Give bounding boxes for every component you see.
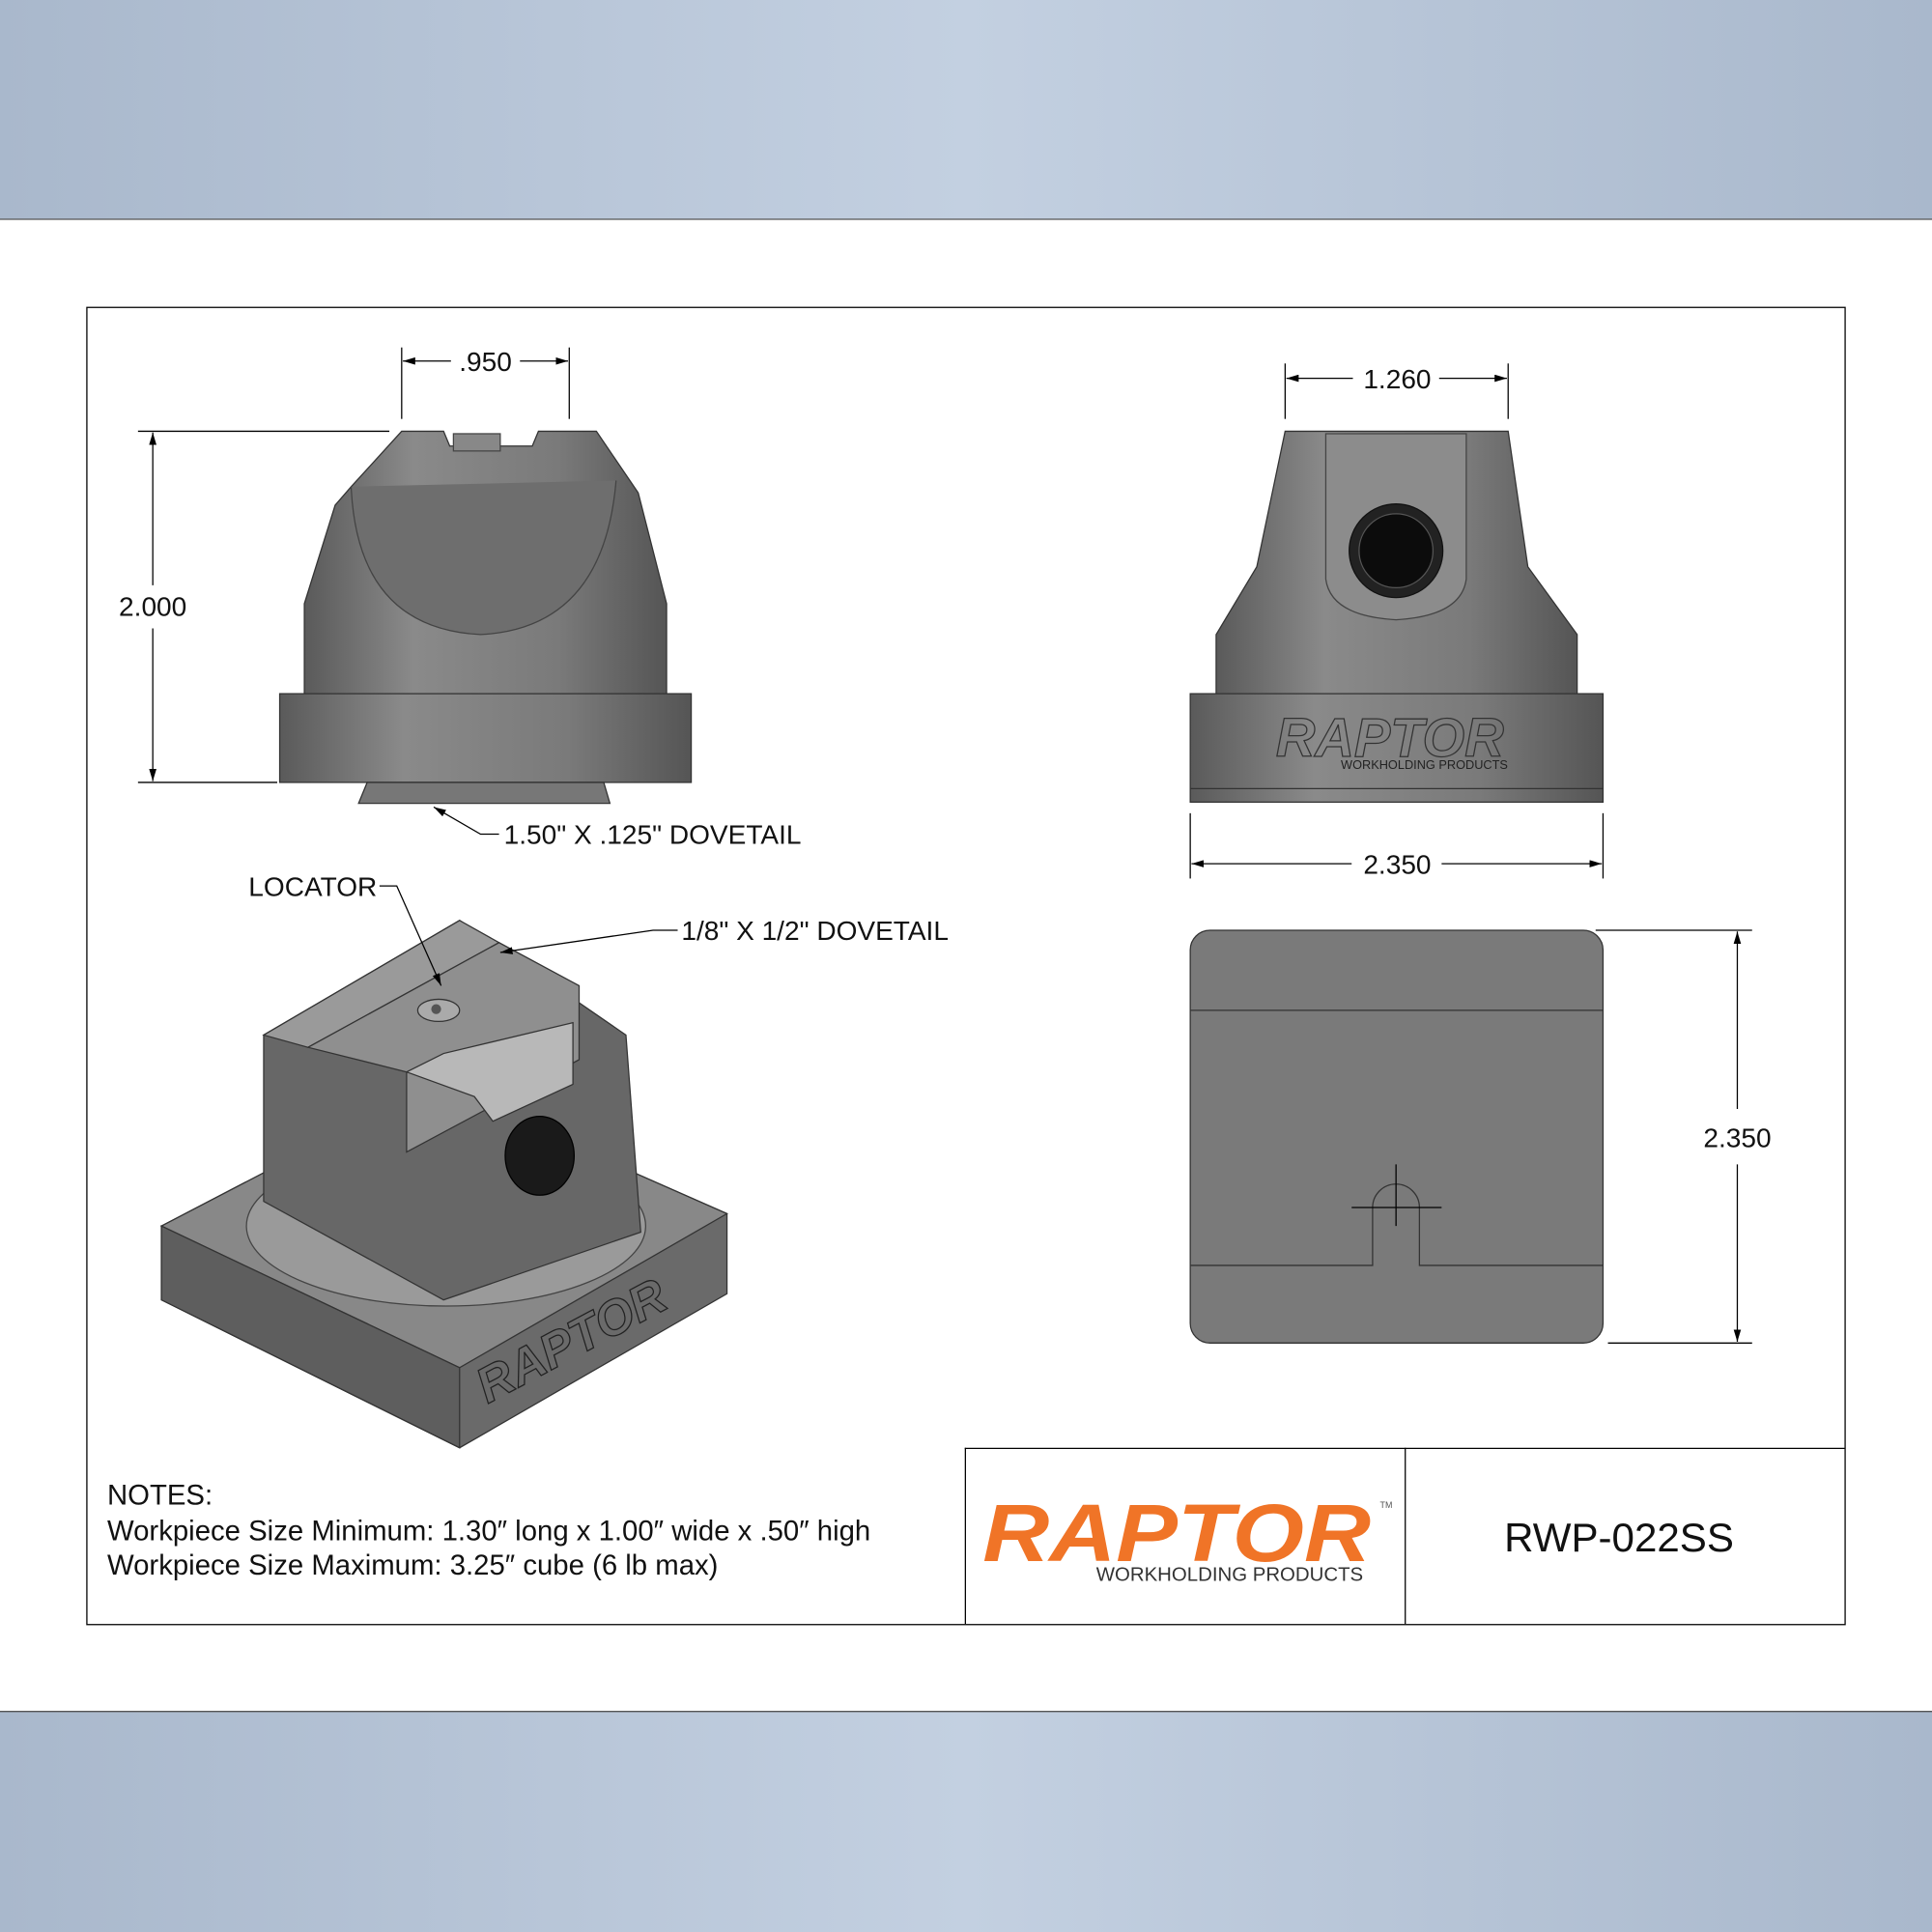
isometric-view: RAPTOR LOCATOR 1/8" X 1/2" DOVETAIL	[159, 871, 949, 1449]
top-band	[0, 0, 1932, 220]
bottom-band	[0, 1711, 1932, 1932]
callout-locator: LOCATOR	[248, 871, 377, 901]
dim-front-top-width: .950	[459, 347, 512, 377]
part-number: RWP-022SS	[1504, 1515, 1734, 1560]
notes-line-2: Workpiece Size Maximum: 3.25″ cube (6 lb…	[107, 1549, 718, 1581]
dim-front-height: 2.000	[119, 592, 186, 622]
logo-tagline: WORKHOLDING PRODUCTS	[1096, 1564, 1363, 1585]
callout-top-dovetail: 1/8" X 1/2" DOVETAIL	[681, 916, 949, 946]
raptor-logo: RAPTOR TM WORKHOLDING PRODUCTS	[982, 1488, 1392, 1585]
notes: NOTES: Workpiece Size Minimum: 1.30″ lon…	[107, 1479, 870, 1581]
callout-bottom-dovetail: 1.50" X .125" DOVETAIL	[504, 820, 802, 850]
dim-side-base-width: 2.350	[1363, 849, 1431, 879]
notes-heading: NOTES:	[107, 1479, 213, 1511]
side-logo-brand: RAPTOR	[1276, 707, 1504, 768]
dim-side-top-width: 1.260	[1363, 364, 1431, 394]
side-view: RAPTOR WORKHOLDING PRODUCTS 1.260 2.350	[1189, 363, 1605, 879]
title-block: RAPTOR TM WORKHOLDING PRODUCTS RWP-022SS	[964, 1447, 1845, 1625]
logo-brand: RAPTOR	[982, 1488, 1371, 1578]
front-view: .950 2.000 1.50" X .125" DOVETAIL	[119, 347, 801, 850]
dim-top-view-height: 2.350	[1703, 1123, 1771, 1153]
side-logo-tagline: WORKHOLDING PRODUCTS	[1341, 757, 1508, 772]
notes-line-1: Workpiece Size Minimum: 1.30″ long x 1.0…	[107, 1515, 870, 1547]
top-view: 2.350	[1189, 929, 1772, 1344]
logo-tm: TM	[1380, 1500, 1393, 1510]
